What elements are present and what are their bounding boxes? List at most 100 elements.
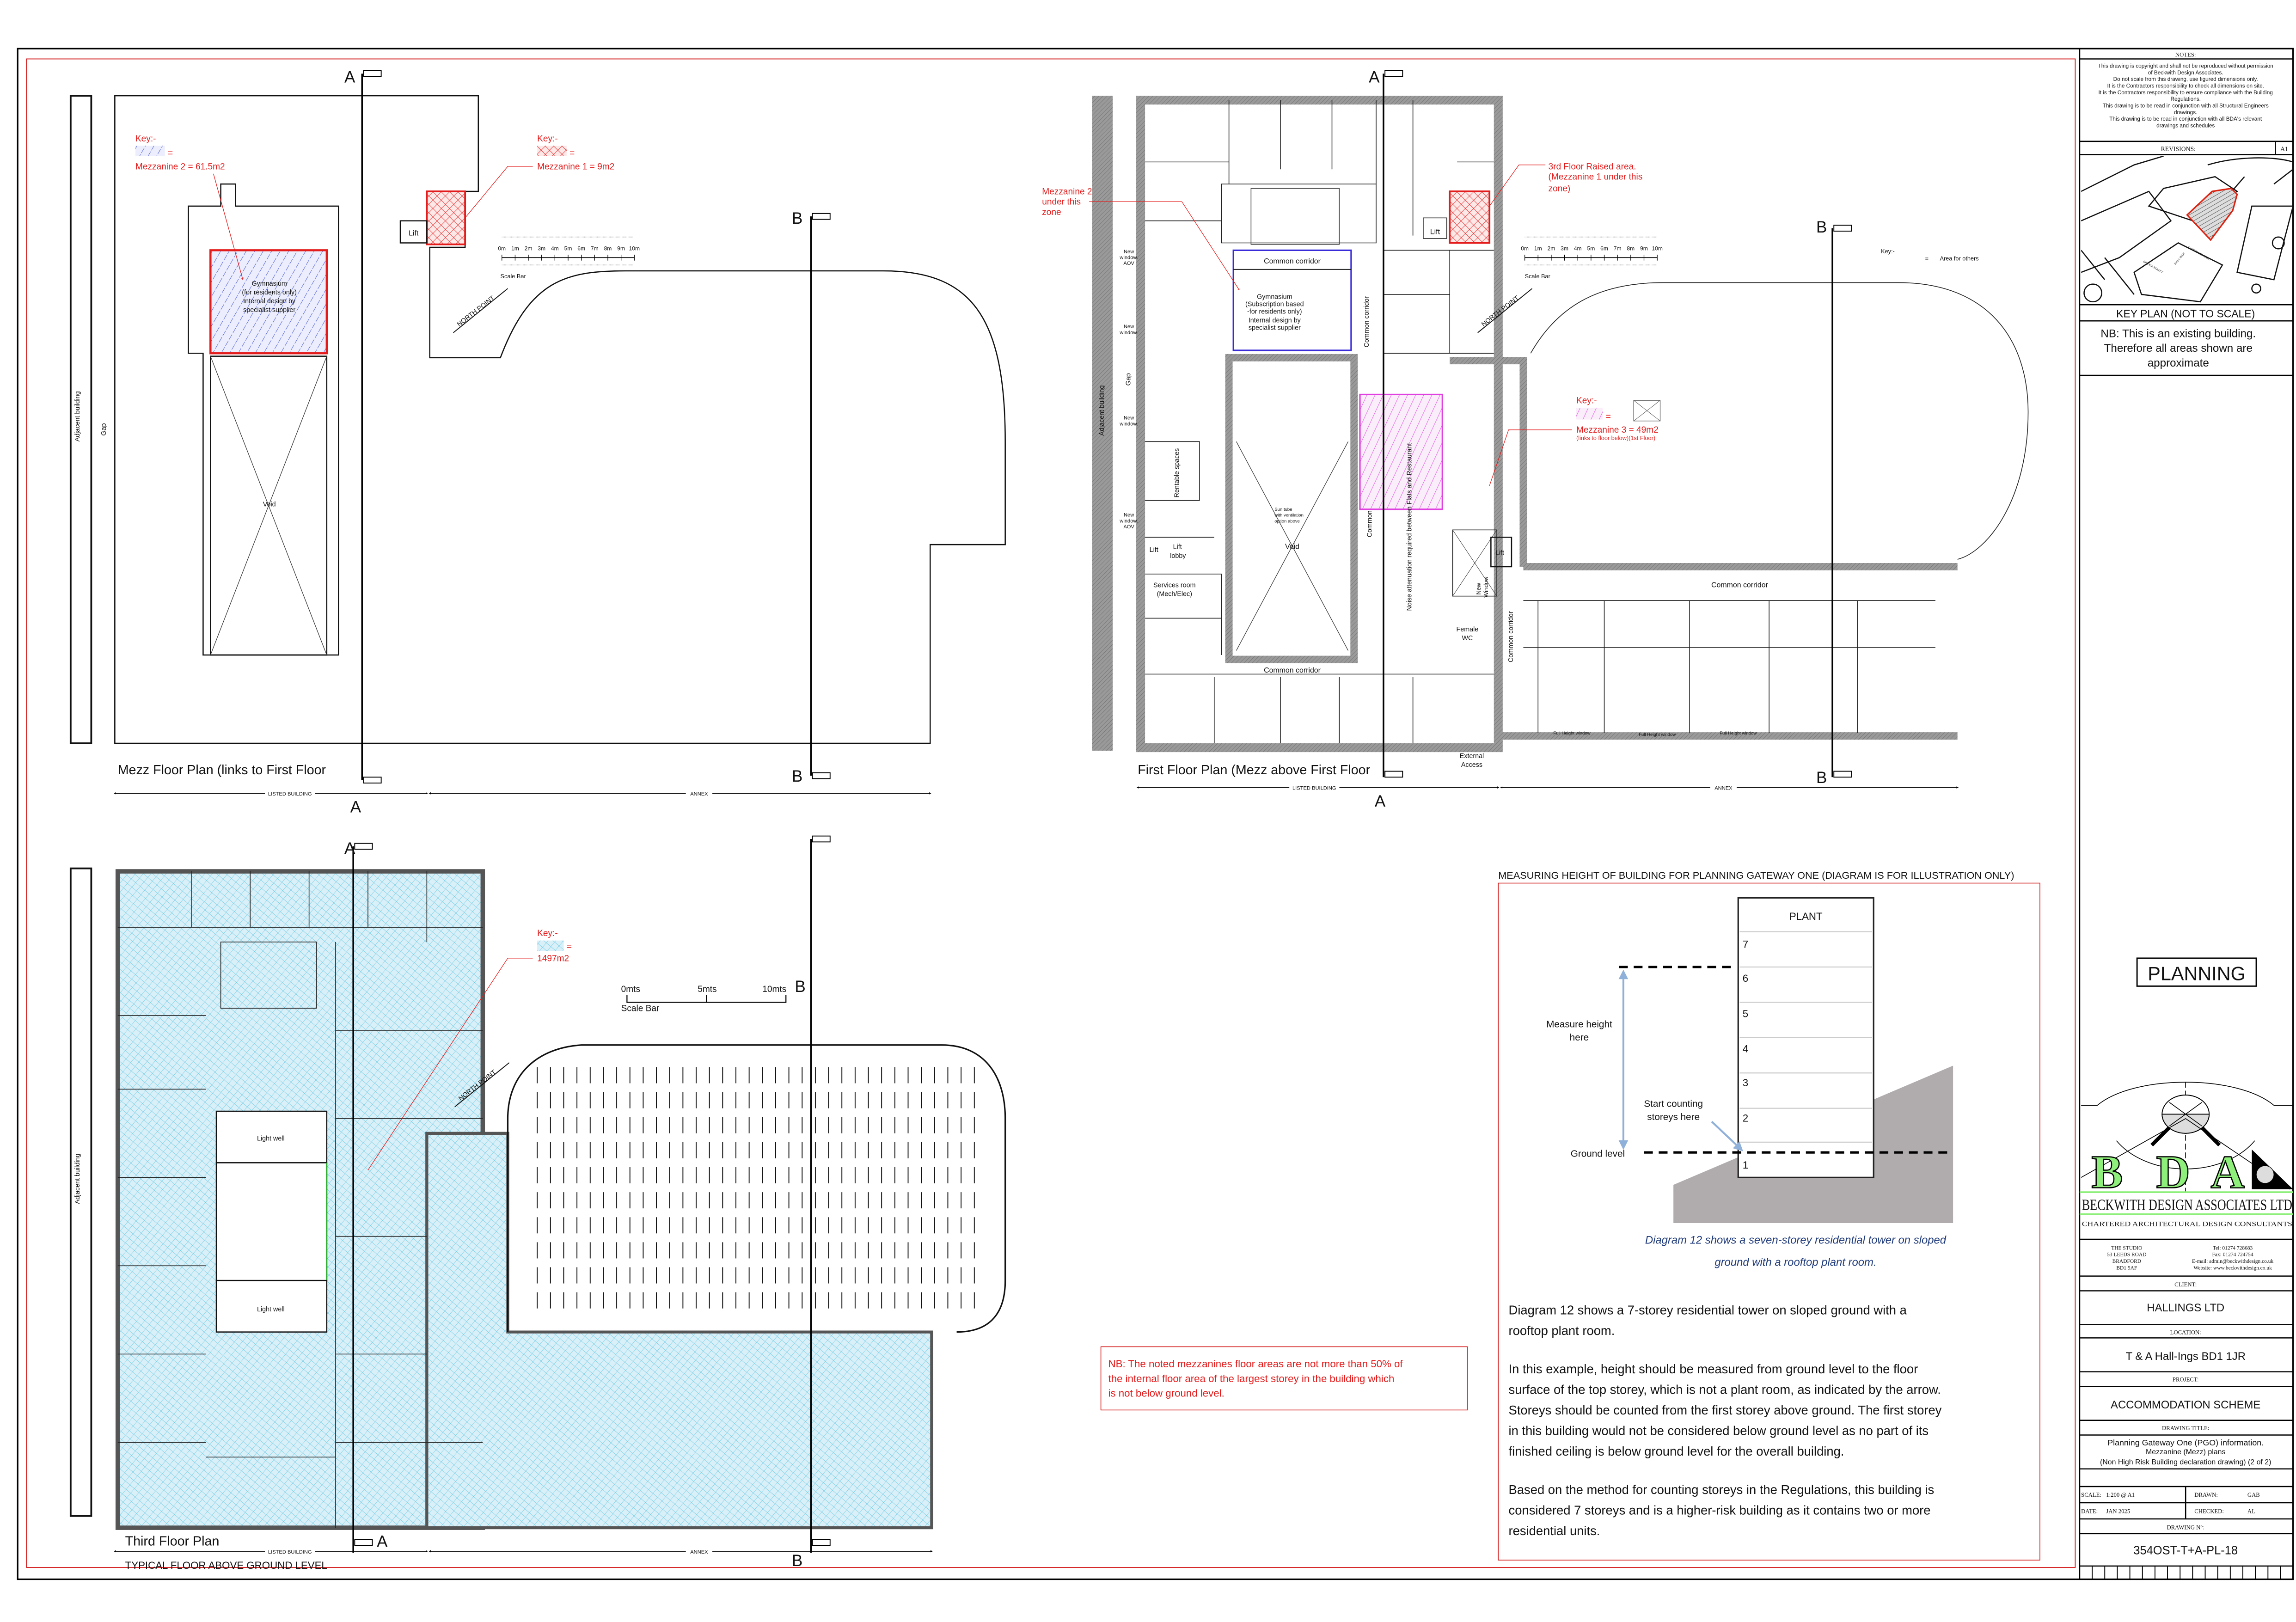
scale-tick-label: 10m	[1652, 245, 1663, 251]
diagram-box	[1498, 882, 2040, 1561]
mezz-building-outline	[114, 95, 1006, 744]
start-counting-arrow	[1711, 1120, 1743, 1151]
scale-tick-label: 5mts	[698, 985, 716, 994]
plan-title: Third Floor Plan	[125, 1534, 220, 1549]
explanation-line: rooftop plant room.	[1509, 1323, 1615, 1338]
section-flag	[1384, 771, 1403, 778]
section-flag	[812, 772, 831, 779]
drawn-label: DRAWN:	[2194, 1492, 2218, 1498]
contact-line: Website: www.beckwithdesign.co.uk	[2193, 1265, 2272, 1271]
new-window-label: New	[1124, 324, 1134, 330]
lift-lobby-label: Lift	[1173, 544, 1182, 551]
location-value: T & A Hall-Ings BD1 1JR	[2125, 1350, 2245, 1363]
lift-label: Lift	[1430, 228, 1440, 236]
scale-tick-label: 10mts	[762, 985, 786, 994]
room-partitions	[117, 871, 483, 1528]
void-cross	[1236, 441, 1349, 651]
scale-tick-label: 1m	[511, 245, 519, 251]
street-label: HALL INGS	[2174, 251, 2186, 265]
revisions-header: REVISIONS:	[2161, 145, 2196, 152]
external-access-label: External	[1460, 753, 1484, 760]
new-window-label: Window	[1482, 576, 1489, 598]
address-line: BD1 5AF	[2116, 1265, 2137, 1271]
annex-walls	[1450, 357, 1958, 740]
lift-lobby-label: lobby	[1170, 552, 1186, 560]
scale-bar-label: Scale Bar	[1525, 273, 1551, 280]
section-flag	[1384, 70, 1403, 77]
north-point-arrow	[1477, 288, 1533, 333]
lift-label: Lift	[1495, 549, 1504, 557]
section-flag	[812, 213, 831, 220]
mezzanine-3-sub-label: (links to floor below)(1st Floor)	[1576, 435, 1655, 441]
scale-tick-label: 8m	[1627, 245, 1635, 251]
logo-letter: A	[2210, 1146, 2245, 1199]
raised-area-note: zone)	[1549, 184, 1571, 194]
logo-letter: D	[2156, 1146, 2191, 1199]
services-room-label: (Mech/Elec)	[1157, 591, 1192, 598]
drawing-number: 354OST-T+A-PL-18	[2133, 1544, 2238, 1557]
gym-label: -for residents only)	[1247, 308, 1302, 315]
scale-tick-label: 7m	[1614, 245, 1622, 251]
start-counting-label: Start counting	[1644, 1098, 1703, 1109]
lift-label: Lift	[1150, 546, 1158, 554]
full-height-window-label: Full Height window	[1639, 732, 1676, 737]
date-label: DATE:	[2081, 1508, 2098, 1514]
nb-mezzanine-text: the internal floor area of the largest s…	[1108, 1373, 1395, 1384]
explanation-line: In this example, height should be measur…	[1509, 1362, 1918, 1376]
key-plan-map: BRIDGE STREET HALL INGS ST GEORGES HALL	[2081, 156, 2293, 303]
explanation-line: in this building would not be considered…	[1509, 1424, 1929, 1438]
gymnasium-area	[1232, 249, 1352, 351]
listed-building-label: LISTED BUILDING	[268, 791, 312, 797]
common-corridor-label: Common corridor	[1711, 581, 1769, 589]
scale-tick-label: 3m	[538, 245, 545, 251]
storey-number: 4	[1743, 1043, 1748, 1055]
leader-line	[367, 958, 533, 1170]
listed-building-label: LISTED BUILDING	[268, 1549, 312, 1555]
roof-grid	[537, 1067, 975, 1309]
mezz2-note: Mezzanine 2	[1042, 187, 1092, 196]
scale-bar-label: Scale Bar	[621, 1004, 660, 1014]
roof-seating-outline	[507, 1044, 1006, 1333]
measure-height-label: here	[1570, 1032, 1589, 1043]
section-flag	[1833, 771, 1852, 778]
checked-label: CHECKED:	[2194, 1508, 2224, 1514]
measure-height-label: Measure height	[1546, 1019, 1612, 1030]
north-point-label: NORTH POINT	[456, 294, 496, 328]
mezz2-note: under this	[1042, 197, 1081, 207]
void-cross	[210, 356, 327, 655]
company-subtitle: CHARTERED ARCHITECTURAL DESIGN CONSULTAN…	[2082, 1220, 2292, 1228]
area-for-others-label: Area for others	[1940, 255, 1978, 262]
nb-mezzanine-text: is not below ground level.	[1108, 1388, 1225, 1399]
section-flag	[363, 70, 382, 77]
scale-value: 1:200 @ A1	[2106, 1492, 2135, 1498]
lift-box	[399, 220, 428, 244]
bda-logo: B D A	[2079, 1082, 2293, 1215]
adjacent-building-label: Adjacent building	[74, 1154, 81, 1204]
diagram-caption: Diagram 12 shows a seven-storey resident…	[1645, 1234, 1947, 1247]
section-marker-a: A	[1369, 68, 1380, 86]
sun-tube-label: option above	[1274, 519, 1300, 524]
scale-tick-label: 1m	[1534, 245, 1542, 251]
gym-label: Gymnasium	[1257, 293, 1292, 300]
sheet-inner-border	[26, 58, 2076, 1568]
nb-mezzanine-box	[1100, 1346, 1468, 1411]
date-value: JAN 2025	[2106, 1508, 2130, 1514]
new-window-label: New	[1124, 416, 1134, 421]
drawing-title-label: DRAWING TITLE:	[2162, 1425, 2209, 1431]
gym-label: (for residents only)	[242, 289, 297, 296]
plan-title: Mezz Floor Plan (links to First Floor	[118, 763, 326, 777]
planning-status: PLANNING	[2148, 963, 2246, 985]
nb-mezzanine-text: NB: The noted mezzanines floor areas are…	[1108, 1358, 1403, 1370]
storey-number: 7	[1743, 939, 1748, 950]
scale-tick-label: 6m	[577, 245, 585, 251]
plan-title: First Floor Plan (Mezz above First Floor	[1138, 763, 1370, 777]
new-window-label: New	[1475, 582, 1482, 594]
scale-bar-label: Scale Bar	[501, 273, 527, 280]
project-name: ACCOMMODATION SCHEME	[2111, 1399, 2260, 1411]
drawing-title: Planning Gateway One (PGO) information.	[2107, 1438, 2264, 1447]
external-access-label: Access	[1461, 761, 1482, 769]
gym-label: Gymnasium	[251, 280, 287, 288]
storey-number: 2	[1743, 1112, 1748, 1124]
drawn-value: GAB	[2247, 1492, 2260, 1498]
